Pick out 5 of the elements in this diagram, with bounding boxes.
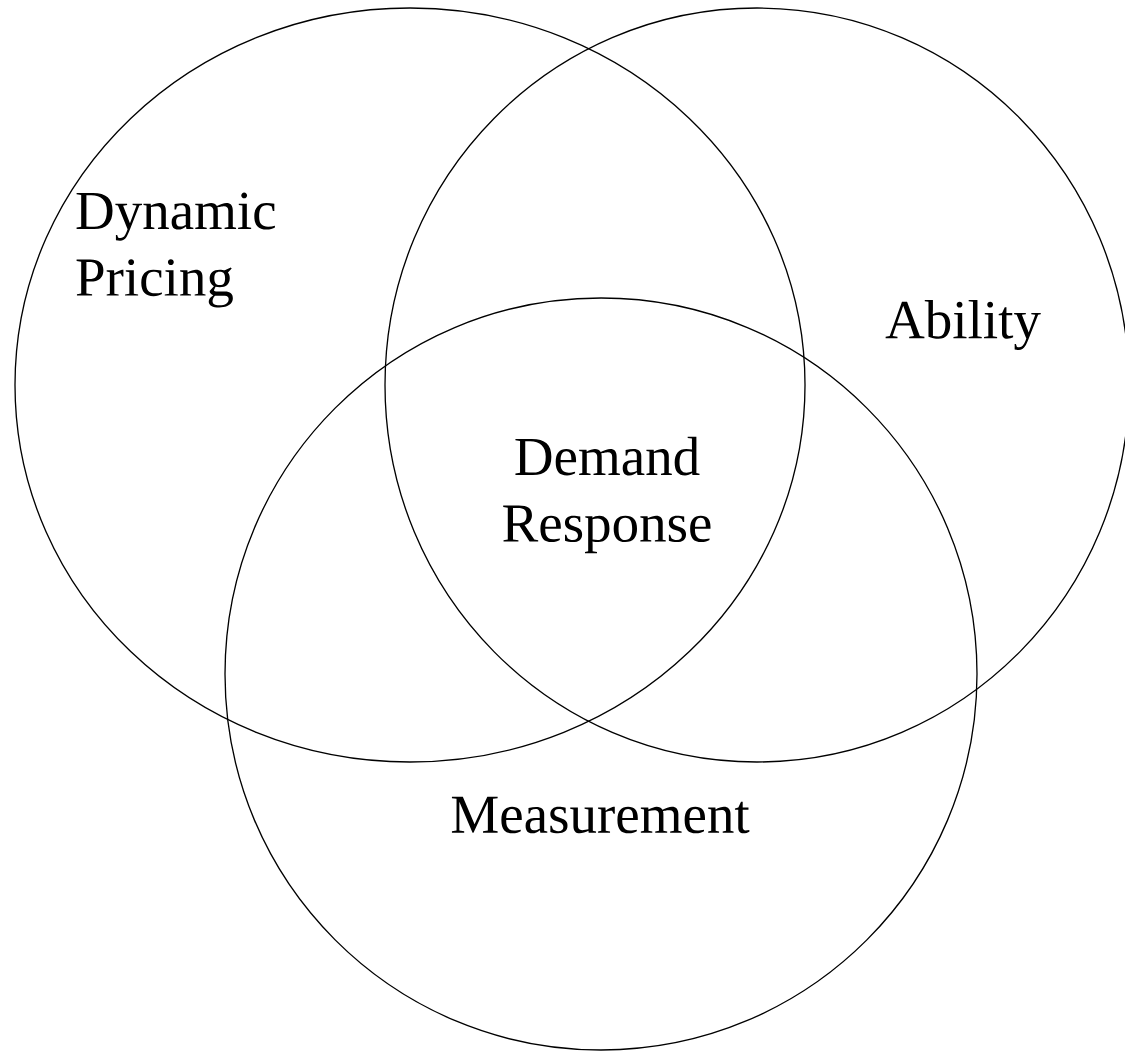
circle-label: Dynamic Pricing	[76, 192, 275, 308]
overlap-label: Demand Response	[503, 436, 711, 554]
circle-label: Measurement	[451, 796, 750, 834]
circle-label: Ability	[885, 300, 1041, 350]
venn-circle	[14, 7, 806, 763]
